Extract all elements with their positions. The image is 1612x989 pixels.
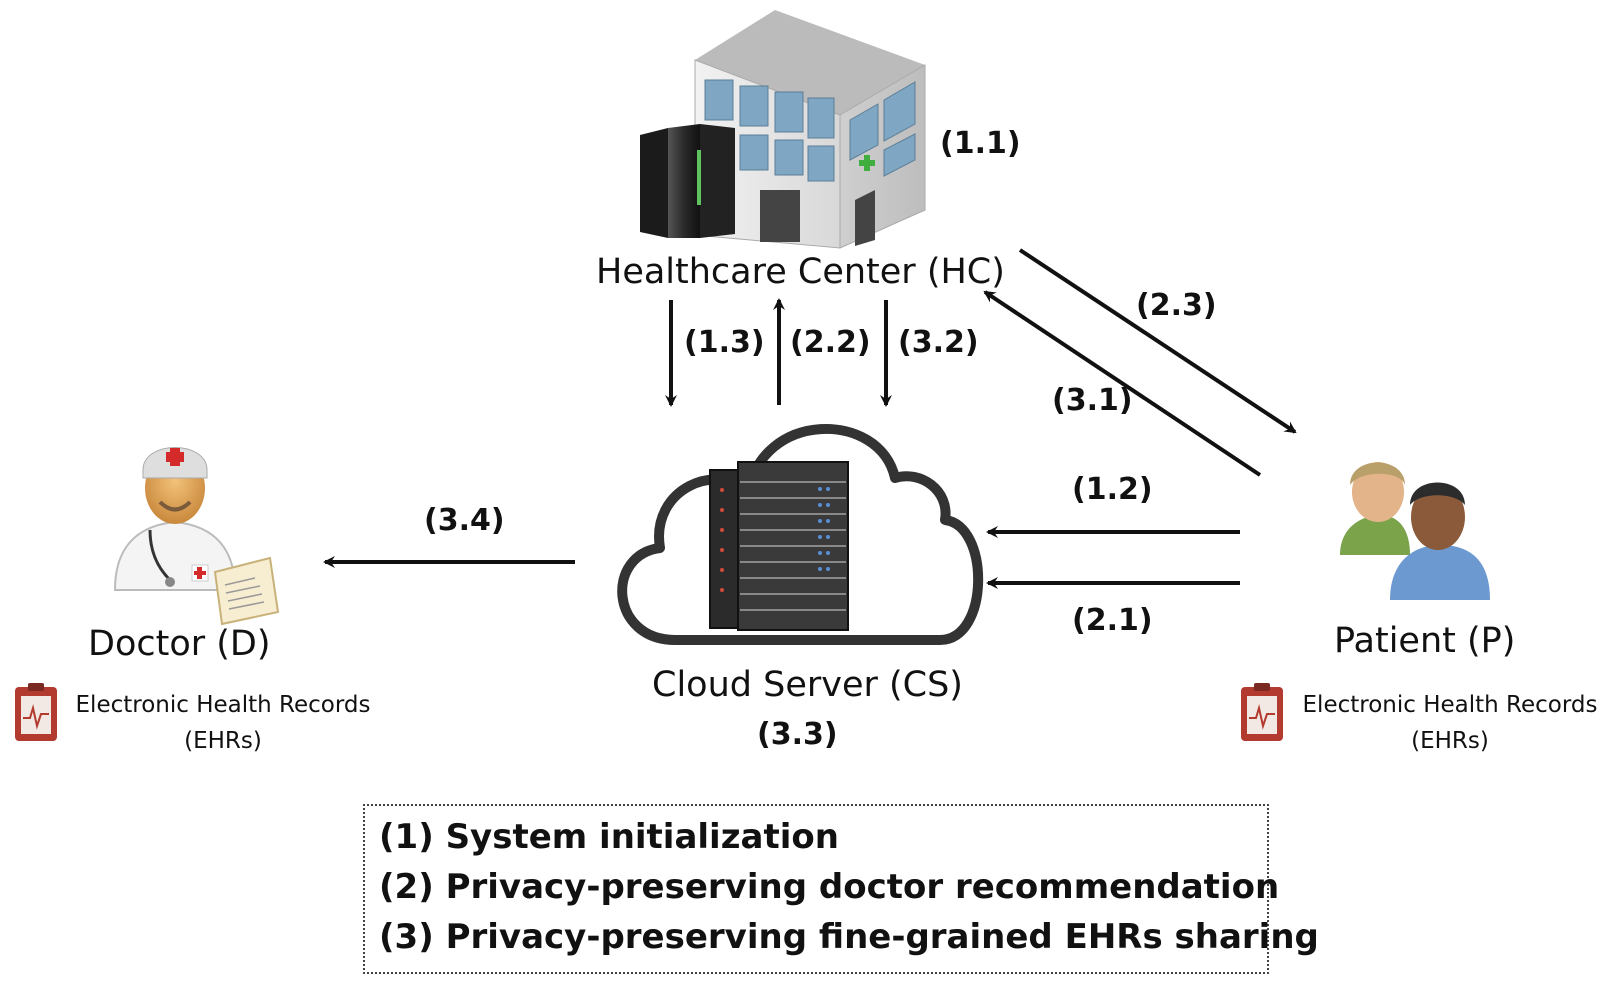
doctor-label: Doctor (D) [88, 624, 271, 664]
step-3-3: (3.3) [757, 717, 838, 752]
ehr-clipboard-icon [1241, 683, 1283, 741]
cloud-server-label: Cloud Server (CS) [652, 665, 963, 705]
ehr-abbrev: (EHRs) [1411, 728, 1489, 754]
step-1-1: (1.1) [940, 126, 1021, 161]
step-2-2: (2.2) [790, 325, 871, 360]
step-1-3: (1.3) [684, 325, 765, 360]
ehr-title: Electronic Health Records [1302, 692, 1598, 718]
step-3-2: (3.2) [898, 325, 979, 360]
ehr-abbrev: (EHRs) [184, 728, 262, 754]
cloud-server-icon [617, 423, 984, 645]
patient-ehr-text: Electronic Health Records (EHRs) [1295, 687, 1605, 759]
arrow-3-1 [983, 290, 1262, 477]
legend-item-2: (2) Privacy-preserving doctor recommenda… [379, 867, 1280, 907]
doctor-icon [113, 447, 280, 626]
step-2-3: (2.3) [1136, 288, 1217, 323]
legend-item-1: (1) System initialization [379, 817, 839, 857]
step-3-1: (3.1) [1052, 383, 1133, 418]
legend-box: (1) System initialization (2) Privacy-pr… [363, 804, 1319, 974]
ehr-clipboard-icon [15, 683, 57, 741]
arrow-2-3 [1018, 248, 1297, 434]
step-3-4: (3.4) [424, 503, 505, 538]
healthcare-center-label: Healthcare Center (HC) [596, 252, 1005, 292]
patient-label: Patient (P) [1334, 621, 1516, 661]
step-2-1: (2.1) [1072, 603, 1153, 638]
legend-item-3: (3) Privacy-preserving fine-grained EHRs… [379, 917, 1319, 957]
server-rack-icon [640, 124, 735, 238]
ehr-title: Electronic Health Records [75, 692, 371, 718]
step-1-2: (1.2) [1072, 472, 1153, 507]
patients-icon [1340, 462, 1490, 600]
doctor-ehr-text: Electronic Health Records (EHRs) [68, 687, 378, 759]
